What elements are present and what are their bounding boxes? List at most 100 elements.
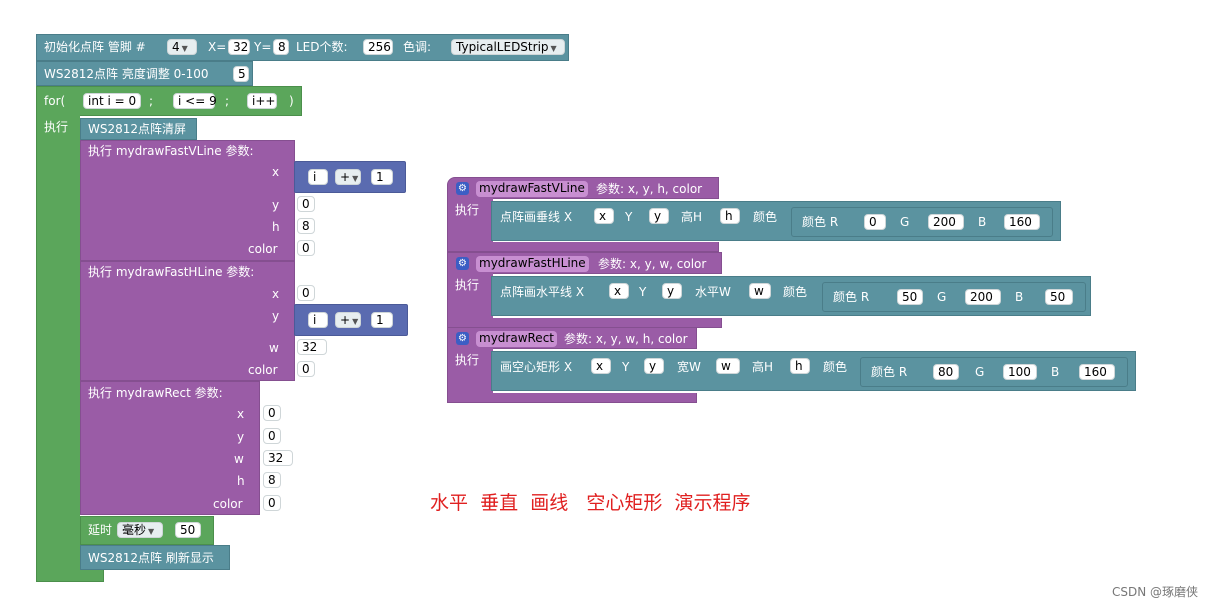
for-init-field[interactable]: int i = 0 [83,93,141,109]
rect-draw-block[interactable]: 画空心矩形 X x Y y 宽W w 高H h 颜色 颜色 R 80 G 100… [491,351,1136,391]
rect-draw-y[interactable]: y [644,358,664,374]
func-vline-header[interactable]: ⚙ mydrawFastVLine 参数: x, y, h, color [447,177,719,199]
gear-icon[interactable]: ⚙ [456,332,469,345]
brightness-field[interactable]: 5 [233,66,249,82]
func-rect-header[interactable]: ⚙ mydrawRect 参数: x, y, w, h, color [447,327,697,349]
hline-color-block[interactable]: 颜色 R 50 G 200 B 50 [822,282,1086,312]
hline-y-op-dropdown[interactable]: +▼ [335,312,361,328]
rect-h-field[interactable]: 8 [263,472,281,488]
hline-color-field[interactable]: 0 [297,361,315,377]
call-hline-block[interactable]: 执行 mydrawFastHLine 参数: x y w color [80,261,295,381]
func-hline-header[interactable]: ⚙ mydrawFastHLine 参数: x, y, w, color [447,252,722,274]
rect-x-field[interactable]: 0 [263,405,281,421]
func-vline-name[interactable]: mydrawFastVLine [476,181,588,197]
clear-block[interactable]: WS2812点阵清屏 [80,118,197,140]
vline-x-expression[interactable]: i +▼ 1 [294,161,406,193]
gear-icon[interactable]: ⚙ [456,257,469,270]
rect-draw-w-label: 宽W [677,360,701,374]
gear-icon[interactable]: ⚙ [456,182,469,195]
vline-draw-block[interactable]: 点阵画垂线 X x Y y 高H h 颜色 颜色 R 0 G 200 B 160 [491,201,1061,241]
rect-w-field[interactable]: 32 [263,450,293,466]
hline-w-field[interactable]: 32 [297,339,327,355]
hline-draw-label: 点阵画水平线 X [500,285,585,299]
vline-g-field[interactable]: 200 [928,214,964,230]
vline-color-block[interactable]: 颜色 R 0 G 200 B 160 [791,207,1053,237]
func-hline-name[interactable]: mydrawFastHLine [476,256,589,272]
hline-draw-x[interactable]: x [609,283,629,299]
init-matrix-block[interactable]: 初始化点阵 管脚 # 4▼ X= 32 Y= 8 LED个数: 256 色调: … [36,34,569,61]
brightness-block[interactable]: WS2812点阵 亮度调整 0-100 5 [36,61,253,86]
rect-rgb-label: 颜色 R [871,365,908,379]
delay-unit-dropdown[interactable]: 毫秒▼ [117,522,163,538]
hline-y-label: y [272,309,280,323]
hline-x-label: x [272,287,280,301]
for-loop-body-arm: 执行 [36,115,80,577]
tone-dropdown[interactable]: TypicalLEDStrip▼ [451,39,565,55]
vline-color-field[interactable]: 0 [297,240,315,256]
rect-color-label: color [213,497,243,511]
rect-draw-x[interactable]: x [591,358,611,374]
vline-h-field[interactable]: 8 [297,218,315,234]
call-vline-block[interactable]: 执行 mydrawFastVLine 参数: x y h color [80,140,295,261]
vline-y-label: y [272,198,280,212]
func-rect-arm: 执行 [447,348,493,398]
delay-block[interactable]: 延时 毫秒▼ 50 [80,516,214,545]
y-label: Y= [254,40,272,54]
call-rect-block[interactable]: 执行 mydrawRect 参数: x y w h color [80,381,260,515]
rect-color-field[interactable]: 0 [263,495,281,511]
rect-g-label: G [975,365,985,379]
hline-x-field[interactable]: 0 [297,285,315,301]
rect-g-field[interactable]: 100 [1003,364,1037,380]
vline-y-field[interactable]: 0 [297,196,315,212]
vline-x-label: x [272,165,280,179]
hline-y-expression[interactable]: i +▼ 1 [294,304,408,336]
rect-y-field[interactable]: 0 [263,428,281,444]
call-rect-label: 执行 mydrawRect 参数: [88,386,223,400]
vline-x-var[interactable]: i [308,169,328,185]
for-exec-label: 执行 [44,120,69,134]
caption-part-3: 画线 [530,492,569,514]
rect-draw-w[interactable]: w [716,358,740,374]
func-vline-params: 参数: x, y, h, color [596,182,703,196]
rect-draw-h[interactable]: h [790,358,810,374]
rect-r-field[interactable]: 80 [933,364,959,380]
for-cond-field[interactable]: i <= 9 [173,93,217,109]
vline-r-field[interactable]: 0 [864,214,886,230]
hline-draw-block[interactable]: 点阵画水平线 X x Y y 水平W w 颜色 颜色 R 50 G 200 B … [491,276,1091,316]
pin-dropdown[interactable]: 4▼ [167,39,197,55]
vline-draw-label: 点阵画垂线 X [500,210,573,224]
vline-draw-x[interactable]: x [594,208,614,224]
hline-y-var[interactable]: i [308,312,328,328]
hline-r-field[interactable]: 50 [897,289,923,305]
func-rect-footer [447,393,697,403]
caption-part-5: 演示程序 [674,492,751,514]
call-hline-label: 执行 mydrawFastHLine 参数: [88,265,255,279]
for-step-field[interactable]: i++ [247,93,277,109]
func-hline-params: 参数: x, y, w, color [598,257,707,271]
rect-b-field[interactable]: 160 [1079,364,1115,380]
for-loop-header[interactable]: for( int i = 0 ; i <= 9 ; i++ ) [36,86,302,116]
vline-x-op-dropdown[interactable]: +▼ [335,169,361,185]
rect-y-label: y [237,430,245,444]
vline-x-num[interactable]: 1 [371,169,393,185]
vline-draw-y-label: Y [625,210,633,224]
vline-draw-h[interactable]: h [720,208,740,224]
for-sep-1: ; [149,94,154,108]
vline-draw-y[interactable]: y [649,208,669,224]
vline-b-field[interactable]: 160 [1004,214,1040,230]
led-count-field[interactable]: 256 [363,39,393,55]
x-size-field[interactable]: 32 [228,39,250,55]
hline-draw-y[interactable]: y [662,283,682,299]
vline-draw-color-label: 颜色 [753,210,778,224]
hline-y-num[interactable]: 1 [371,312,393,328]
rect-color-block[interactable]: 颜色 R 80 G 100 B 160 [860,357,1128,387]
y-size-field[interactable]: 8 [273,39,289,55]
delay-value-field[interactable]: 50 [175,522,201,538]
chevron-down-icon: ▼ [352,174,359,183]
hline-draw-w[interactable]: w [749,283,771,299]
hline-g-field[interactable]: 200 [965,289,1001,305]
hline-b-field[interactable]: 50 [1045,289,1073,305]
func-rect-name[interactable]: mydrawRect [476,331,557,347]
refresh-block[interactable]: WS2812点阵 刷新显示 [80,545,230,570]
demo-caption: 水平 垂直 画线 空心矩形 演示程序 [430,488,750,515]
